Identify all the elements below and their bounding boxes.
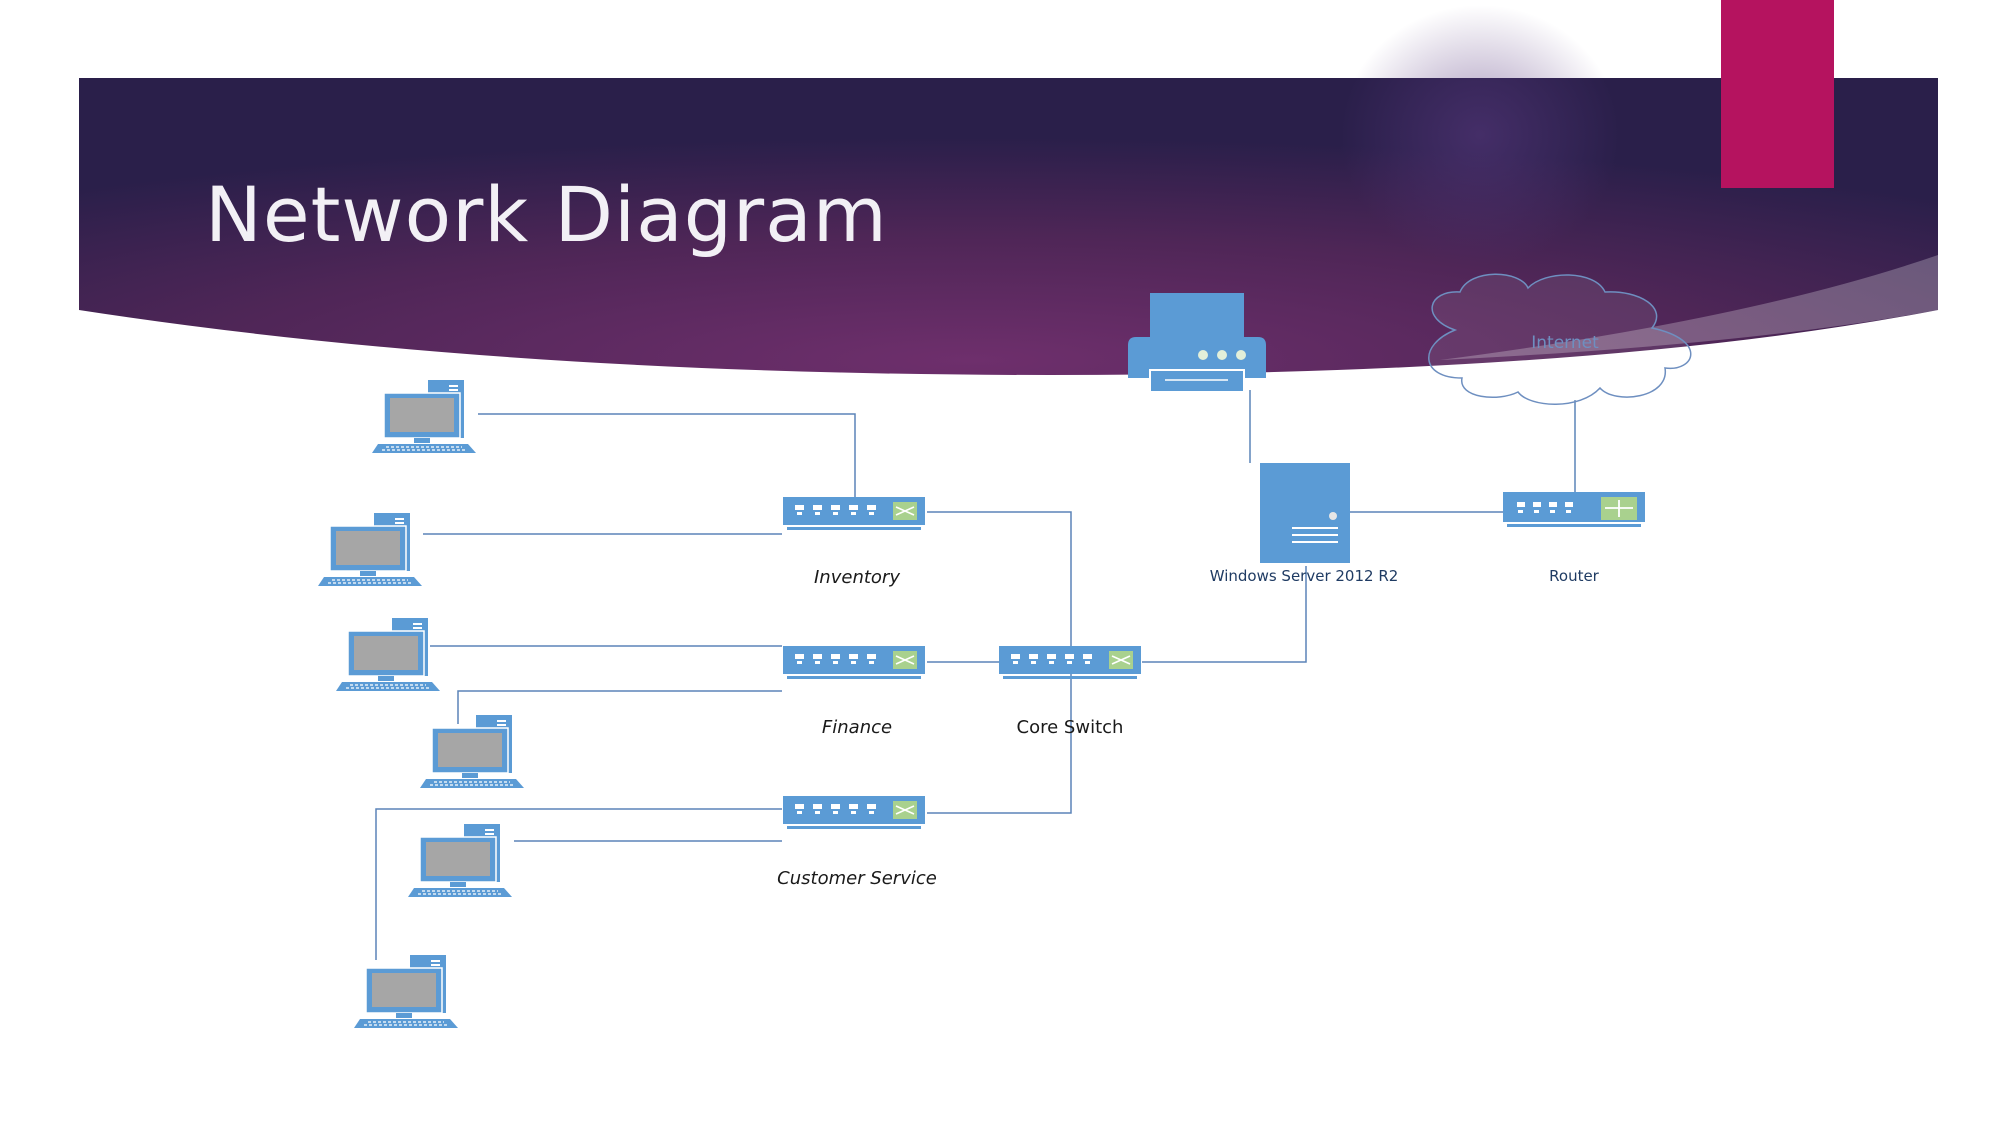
accent-bar bbox=[1721, 0, 1834, 188]
connection-lines bbox=[375, 390, 1576, 960]
computer-icon bbox=[317, 512, 423, 587]
printer-icon bbox=[1128, 293, 1266, 393]
router-label: Router bbox=[1549, 567, 1600, 585]
switch-label-core: Core Switch bbox=[1017, 717, 1124, 738]
computer-icon bbox=[371, 379, 477, 454]
server-icon bbox=[1260, 463, 1350, 563]
computer-icon bbox=[407, 823, 513, 898]
router-icon bbox=[1503, 492, 1645, 527]
switch-icon bbox=[782, 795, 926, 830]
cloud-icon bbox=[1428, 273, 1692, 405]
switch-icon bbox=[998, 645, 1142, 680]
computer-icon bbox=[335, 617, 441, 692]
switch-label-finance: Finance bbox=[822, 717, 892, 738]
switch-label-inventory: Inventory bbox=[814, 567, 900, 588]
server-label: Windows Server 2012 R2 bbox=[1210, 567, 1399, 585]
switch-label-customer-service: Customer Service bbox=[777, 868, 937, 889]
switch-icon bbox=[782, 645, 926, 680]
computer-icon bbox=[419, 714, 525, 789]
slide-title: Network Diagram bbox=[205, 170, 888, 259]
computer-icon bbox=[353, 954, 459, 1029]
cloud-label: Internet bbox=[1531, 333, 1599, 353]
switch-icon bbox=[782, 496, 926, 531]
